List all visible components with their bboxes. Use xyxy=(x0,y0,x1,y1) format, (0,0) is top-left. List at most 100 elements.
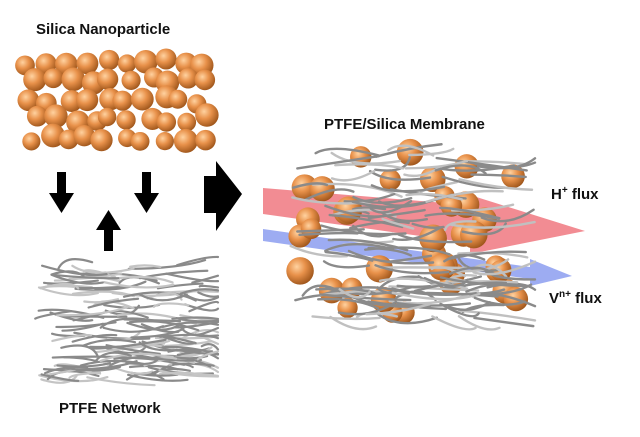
ptfe-fiber xyxy=(392,226,442,241)
ptfe-fiber xyxy=(154,335,214,340)
ptfe-fiber xyxy=(151,367,191,375)
ptfe-fiber xyxy=(140,323,180,334)
ptfe-fiber xyxy=(200,343,220,351)
silica-sphere xyxy=(26,105,48,127)
silica-sphere xyxy=(61,67,86,92)
ptfe-fiber xyxy=(443,220,477,232)
ptfe-fiber xyxy=(40,374,78,384)
silica-sphere xyxy=(155,132,174,151)
ptfe-fiber xyxy=(71,333,118,343)
ptfe-fiber xyxy=(296,154,381,170)
silica-sphere xyxy=(58,129,79,150)
ptfe-fiber xyxy=(74,280,147,291)
silica-sphere xyxy=(73,124,95,147)
ptfe-fiber xyxy=(334,163,405,170)
ptfe-fiber xyxy=(156,282,204,290)
ptfe-fiber xyxy=(113,356,186,366)
h-flux-label: H+ flux xyxy=(551,185,599,204)
ptfe-fiber xyxy=(196,350,220,361)
ptfe-fiber xyxy=(329,315,378,331)
ptfe-fiber xyxy=(473,296,526,306)
ptfe-fiber xyxy=(198,284,220,289)
down-arrow-icon xyxy=(134,172,159,213)
ptfe-fiber xyxy=(57,258,94,271)
ptfe-fiber xyxy=(480,208,535,223)
ptfe-fiber xyxy=(352,195,413,204)
ptfe-fiber xyxy=(434,164,487,175)
ptfe-fiber xyxy=(105,344,161,355)
ptfe-fiber xyxy=(391,291,481,301)
ptfe-fiber xyxy=(86,376,156,387)
down-arrow-icon xyxy=(49,172,74,213)
up-arrow-icon xyxy=(96,210,121,251)
ptfe-fiber xyxy=(411,222,445,229)
ptfe-fiber xyxy=(473,316,535,328)
ptfe-fiber xyxy=(424,212,501,220)
ptfe-fiber xyxy=(37,286,99,297)
ptfe-fiber xyxy=(328,213,404,229)
silica-sphere xyxy=(195,103,219,127)
ptfe-fiber xyxy=(183,293,220,302)
ptfe-fiber xyxy=(314,147,381,157)
ptfe-fiber xyxy=(425,189,504,203)
ptfe-fiber xyxy=(367,208,426,220)
ptfe-fiber xyxy=(56,361,112,368)
ptfe-fiber xyxy=(40,373,80,383)
ptfe-fiber xyxy=(369,199,413,214)
silica-sphere xyxy=(117,54,137,73)
ptfe-fiber xyxy=(52,273,121,280)
ptfe-fiber xyxy=(330,151,401,165)
right-block-arrow-icon xyxy=(204,161,242,231)
silica-sphere xyxy=(300,218,322,240)
ptfe-fiber xyxy=(82,338,137,347)
ptfe-fiber xyxy=(180,326,220,338)
silica-sphere xyxy=(379,169,401,191)
ptfe-fiber xyxy=(173,321,220,329)
ptfe-fiber xyxy=(78,272,158,282)
ptfe-silica-membrane xyxy=(286,138,537,331)
ptfe-fiber xyxy=(324,243,395,253)
v-flux-suffix: flux xyxy=(570,290,602,307)
ptfe-fiber xyxy=(317,297,380,310)
ptfe-fiber xyxy=(301,284,341,297)
ptfe-fiber xyxy=(447,250,527,261)
silica-sphere xyxy=(23,68,47,92)
ptfe-fiber xyxy=(423,276,469,287)
ptfe-fiber xyxy=(370,184,446,193)
ptfe-fiber xyxy=(472,260,537,276)
silica-sphere xyxy=(177,112,197,132)
silica-sphere xyxy=(90,129,113,152)
ptfe-fiber xyxy=(386,254,433,263)
ptfe-fiber xyxy=(179,288,220,295)
ptfe-fiber xyxy=(404,159,469,170)
silica-sphere xyxy=(286,257,314,285)
silica-sphere xyxy=(22,132,41,151)
ptfe-fiber xyxy=(152,302,190,308)
ptfe-fiber xyxy=(296,228,365,233)
v-flux-label: Vn+ flux xyxy=(549,290,602,308)
ptfe-fiber xyxy=(391,287,478,296)
silica-sphere xyxy=(116,110,136,130)
ptfe-fiber xyxy=(64,365,122,372)
ptfe-fiber xyxy=(55,305,130,317)
silica-nanoparticle-cluster xyxy=(15,48,219,153)
ptfe-fiber xyxy=(289,244,348,258)
ptfe-fiber xyxy=(55,321,117,329)
h-flux-sup: + xyxy=(561,185,568,196)
ptfe-fiber xyxy=(374,264,450,275)
ptfe-fiber xyxy=(324,250,374,262)
ptfe-fiber xyxy=(73,331,151,340)
ptfe-fiber xyxy=(188,300,220,313)
ptfe-fiber xyxy=(40,264,108,277)
ptfe-fiber xyxy=(449,220,536,229)
ptfe-fiber xyxy=(83,298,120,304)
ptfe-fiber xyxy=(129,352,203,362)
ptfe-fiber xyxy=(347,249,435,265)
ptfe-fiber xyxy=(457,315,501,331)
h-flux-base: H xyxy=(551,186,562,203)
silica-sphere xyxy=(76,88,99,112)
silica-sphere xyxy=(41,123,65,148)
ptfe-fiber xyxy=(439,276,532,288)
ptfe-fiber xyxy=(91,338,167,350)
ptfe-fiber xyxy=(51,334,93,343)
